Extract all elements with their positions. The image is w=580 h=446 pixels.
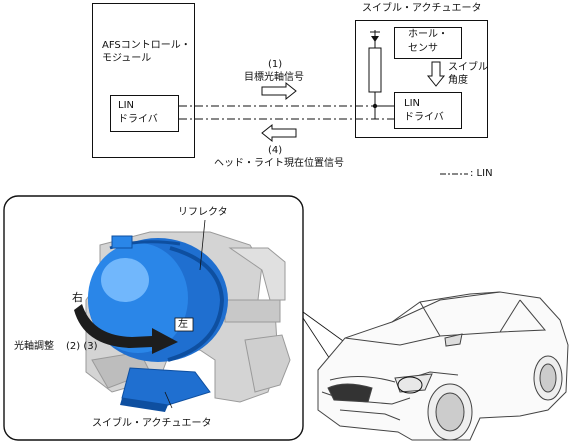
headlight-callout	[397, 376, 423, 394]
afs-module-label-line1: AFSコントロール・	[102, 40, 191, 51]
actuator-lin-driver-line1: LIN	[404, 98, 421, 109]
signal4-number: (4)	[268, 145, 283, 156]
axis-adjust-label: 光軸調整	[14, 341, 54, 352]
hall-sensor-line2: センサ	[408, 43, 438, 54]
swivel-angle-line1: スイブル	[448, 62, 488, 73]
car-illustration	[317, 291, 569, 441]
signal4-arrow-icon	[261, 123, 297, 143]
actuator-lin-driver-box	[394, 92, 462, 129]
signal4-label: ヘッド・ライト現在位置信号	[214, 158, 344, 169]
signal1-number: (1)	[268, 59, 283, 70]
actuator-bottom-label: スイブル・アクチュエータ	[92, 418, 212, 429]
afs-lin-driver-line1: LIN	[118, 100, 135, 111]
afs-control-module-box	[92, 3, 195, 158]
resistor-icon	[368, 30, 394, 119]
afs-lin-driver-box	[110, 95, 179, 132]
actuator-lin-driver-line2: ドライバ	[404, 112, 444, 123]
signal1-arrow-icon	[261, 81, 297, 101]
hall-sensor-line1: ホール・	[408, 29, 448, 40]
right-label: 右	[72, 291, 83, 304]
left-label: 左	[178, 319, 188, 330]
swivel-angle-line2: 角度	[448, 75, 468, 86]
afs-module-label-line2: モジュール	[102, 53, 152, 64]
rotation-arrow-icon	[74, 304, 178, 354]
lin-legend-label: : LIN	[470, 168, 493, 179]
swivel-angle-arrow-icon	[426, 61, 446, 87]
hall-sensor-box	[394, 27, 462, 59]
afs-lin-driver-line2: ドライバ	[118, 114, 158, 125]
swivel-actuator-part	[120, 367, 211, 412]
reflector-label: リフレクタ	[178, 207, 228, 218]
actuator-title: スイブル・アクチュエータ	[362, 3, 482, 14]
left-label-box	[174, 317, 194, 332]
signal1-label: 目標光軸信号	[244, 72, 304, 83]
axis-adjust-numbers: (2) (3)	[66, 341, 98, 352]
